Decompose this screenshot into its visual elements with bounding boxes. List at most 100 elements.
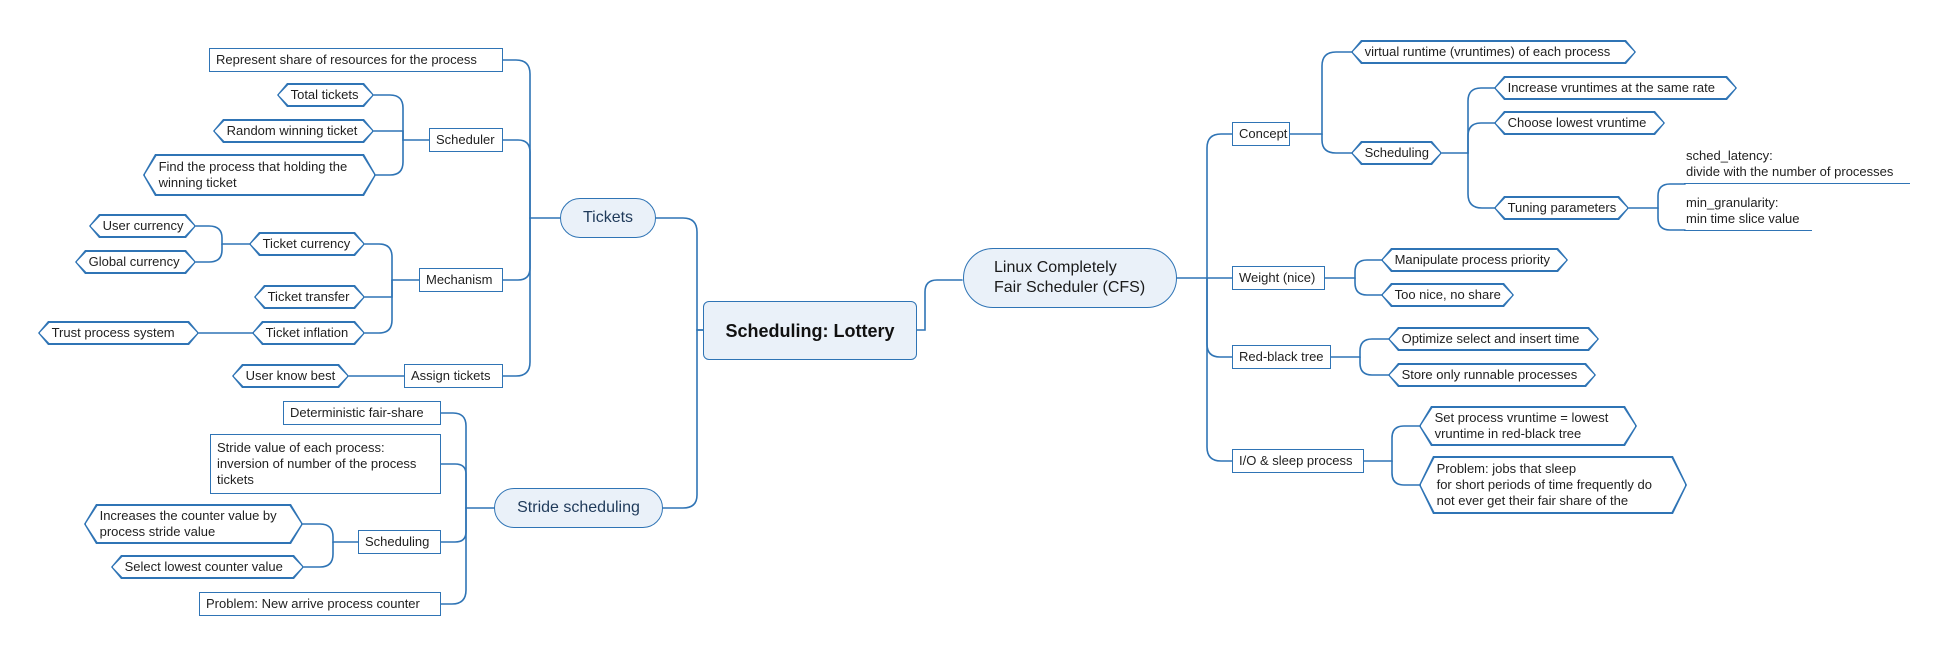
connector-tuning-latency: [1628, 183, 1686, 209]
connector-scheduler-find: [375, 139, 404, 176]
min-granularity-node[interactable]: min_granularity: min time slice value: [1684, 193, 1812, 231]
scheduler-node[interactable]: Scheduler: [429, 128, 503, 152]
connector-cfs-concept: [1206, 133, 1234, 279]
set-vruntime-node[interactable]: Set process vruntime = lowest vruntime i…: [1419, 406, 1637, 446]
increase-vruntimes-label: Increase vruntimes at the same rate: [1496, 78, 1736, 99]
connector-scheduling-select: [303, 541, 334, 568]
cfs-node[interactable]: Linux Completely Fair Scheduler (CFS): [963, 248, 1177, 308]
connector-io-set: [1363, 425, 1421, 462]
connector-scheduling-increase: [302, 523, 360, 543]
connector-weight-toonice: [1354, 277, 1383, 296]
sched-latency-node[interactable]: sched_latency: divide with the number of…: [1684, 146, 1910, 184]
set-vruntime-label: Set process vruntime = lowest vruntime i…: [1421, 408, 1636, 445]
choose-lowest-vruntime-label: Choose lowest vruntime: [1496, 113, 1664, 134]
connector-mechanism-currency: [364, 243, 421, 281]
trust-process-node[interactable]: Trust process system: [38, 321, 199, 345]
connector-tickets-mechanism: [502, 217, 531, 281]
connector-stride-problem: [440, 507, 467, 605]
vruntime-label: virtual runtime (vruntimes) of each proc…: [1353, 42, 1635, 63]
user-know-best-node[interactable]: User know best: [232, 364, 349, 388]
too-nice-label: Too nice, no share: [1383, 285, 1513, 306]
connector-scheduler-total: [373, 94, 431, 141]
connector-weight-manipulate: [1324, 259, 1383, 279]
connector-scheduler-random: [373, 130, 404, 141]
too-nice-node[interactable]: Too nice, no share: [1381, 283, 1514, 307]
connector-scheduling-increasevr: [1441, 87, 1496, 154]
user-know-best-label: User know best: [234, 366, 348, 387]
cfs-scheduling-node[interactable]: Scheduling: [1351, 141, 1442, 165]
select-lowest-counter-node[interactable]: Select lowest counter value: [111, 555, 304, 579]
connector-io-problem: [1391, 460, 1421, 486]
red-black-tree-node[interactable]: Red-black tree: [1232, 345, 1331, 369]
connector-tickets-assign: [502, 217, 531, 377]
connector-mechanism-inflation: [364, 279, 393, 334]
connector-rbtree-store: [1359, 356, 1390, 376]
optimize-select-node[interactable]: Optimize select and insert time: [1388, 327, 1599, 351]
connector-tickets-represent: [502, 59, 531, 219]
connector-root-to-cfs: [916, 279, 963, 331]
connector-stride-scheduling: [440, 507, 467, 543]
represent-share-node[interactable]: Represent share of resources for the pro…: [209, 48, 503, 72]
connector-cfs-io: [1206, 277, 1234, 462]
store-runnable-node[interactable]: Store only runnable processes: [1388, 363, 1596, 387]
random-winning-label: Random winning ticket: [215, 121, 373, 142]
manipulate-priority-label: Manipulate process priority: [1383, 250, 1567, 271]
ticket-currency-label: Ticket currency: [251, 234, 364, 255]
connector-stride-value: [440, 463, 467, 509]
root-node[interactable]: Scheduling: Lottery: [703, 301, 917, 360]
trust-process-label: Trust process system: [40, 323, 198, 344]
user-currency-node[interactable]: User currency: [89, 214, 196, 238]
connector-currency-user: [195, 225, 251, 245]
concept-node[interactable]: Concept: [1232, 122, 1290, 146]
connector-concept-scheduling: [1321, 133, 1353, 154]
mechanism-node[interactable]: Mechanism: [419, 268, 503, 292]
tuning-parameters-node[interactable]: Tuning parameters: [1494, 196, 1629, 220]
tuning-parameters-label: Tuning parameters: [1496, 198, 1628, 219]
stride-value-node[interactable]: Stride value of each process: inversion …: [210, 434, 441, 494]
stride-problem-node[interactable]: Problem: New arrive process counter: [199, 592, 441, 616]
optimize-select-label: Optimize select and insert time: [1390, 329, 1598, 350]
find-process-node[interactable]: Find the process that holding the winnin…: [143, 154, 376, 196]
connector-stride-deterministic: [440, 412, 467, 509]
connector-mechanism-transfer: [364, 279, 393, 298]
stride-scheduling-child-node[interactable]: Scheduling: [358, 530, 441, 554]
manipulate-priority-node[interactable]: Manipulate process priority: [1381, 248, 1568, 272]
ticket-currency-node[interactable]: Ticket currency: [249, 232, 365, 256]
store-runnable-label: Store only runnable processes: [1390, 365, 1595, 386]
connector-root-to-stride: [662, 329, 704, 509]
choose-lowest-vruntime-node[interactable]: Choose lowest vruntime: [1494, 111, 1665, 135]
cfs-scheduling-label: Scheduling: [1353, 143, 1441, 164]
tickets-node[interactable]: Tickets: [560, 198, 656, 238]
ticket-transfer-node[interactable]: Ticket transfer: [254, 285, 365, 309]
deterministic-fair-share-node[interactable]: Deterministic fair-share: [283, 401, 441, 425]
connector-scheduling-choose: [1467, 122, 1496, 154]
assign-tickets-node[interactable]: Assign tickets: [404, 364, 503, 388]
global-currency-node[interactable]: Global currency: [75, 250, 196, 274]
vruntime-node[interactable]: virtual runtime (vruntimes) of each proc…: [1351, 40, 1636, 64]
connector-root-to-tickets: [655, 217, 704, 331]
connector-tuning-granularity: [1657, 207, 1686, 231]
random-winning-node[interactable]: Random winning ticket: [213, 119, 374, 143]
total-tickets-label: Total tickets: [279, 85, 373, 106]
user-currency-label: User currency: [91, 216, 195, 237]
io-problem-label: Problem: jobs that sleep for short perio…: [1421, 458, 1686, 513]
stride-scheduling-node[interactable]: Stride scheduling: [494, 488, 663, 528]
increase-vruntimes-node[interactable]: Increase vruntimes at the same rate: [1494, 76, 1737, 100]
find-process-label: Find the process that holding the winnin…: [145, 156, 375, 195]
total-tickets-node[interactable]: Total tickets: [277, 83, 374, 107]
global-currency-label: Global currency: [77, 252, 195, 273]
io-sleep-node[interactable]: I/O & sleep process: [1232, 449, 1364, 473]
connector-tickets-scheduler: [502, 139, 531, 219]
ticket-transfer-label: Ticket transfer: [256, 287, 364, 308]
connector-rbtree-optimize: [1330, 338, 1390, 358]
ticket-inflation-node[interactable]: Ticket inflation: [252, 321, 365, 345]
ticket-inflation-label: Ticket inflation: [254, 323, 364, 344]
connector-currency-global: [195, 243, 223, 263]
increase-counter-node[interactable]: Increases the counter value by process s…: [84, 504, 303, 544]
weight-nice-node[interactable]: Weight (nice): [1232, 266, 1325, 290]
increase-counter-label: Increases the counter value by process s…: [86, 506, 302, 543]
connector-scheduling-tuning: [1467, 152, 1496, 209]
connector-concept-vruntime: [1289, 51, 1353, 135]
io-problem-node[interactable]: Problem: jobs that sleep for short perio…: [1419, 456, 1687, 514]
